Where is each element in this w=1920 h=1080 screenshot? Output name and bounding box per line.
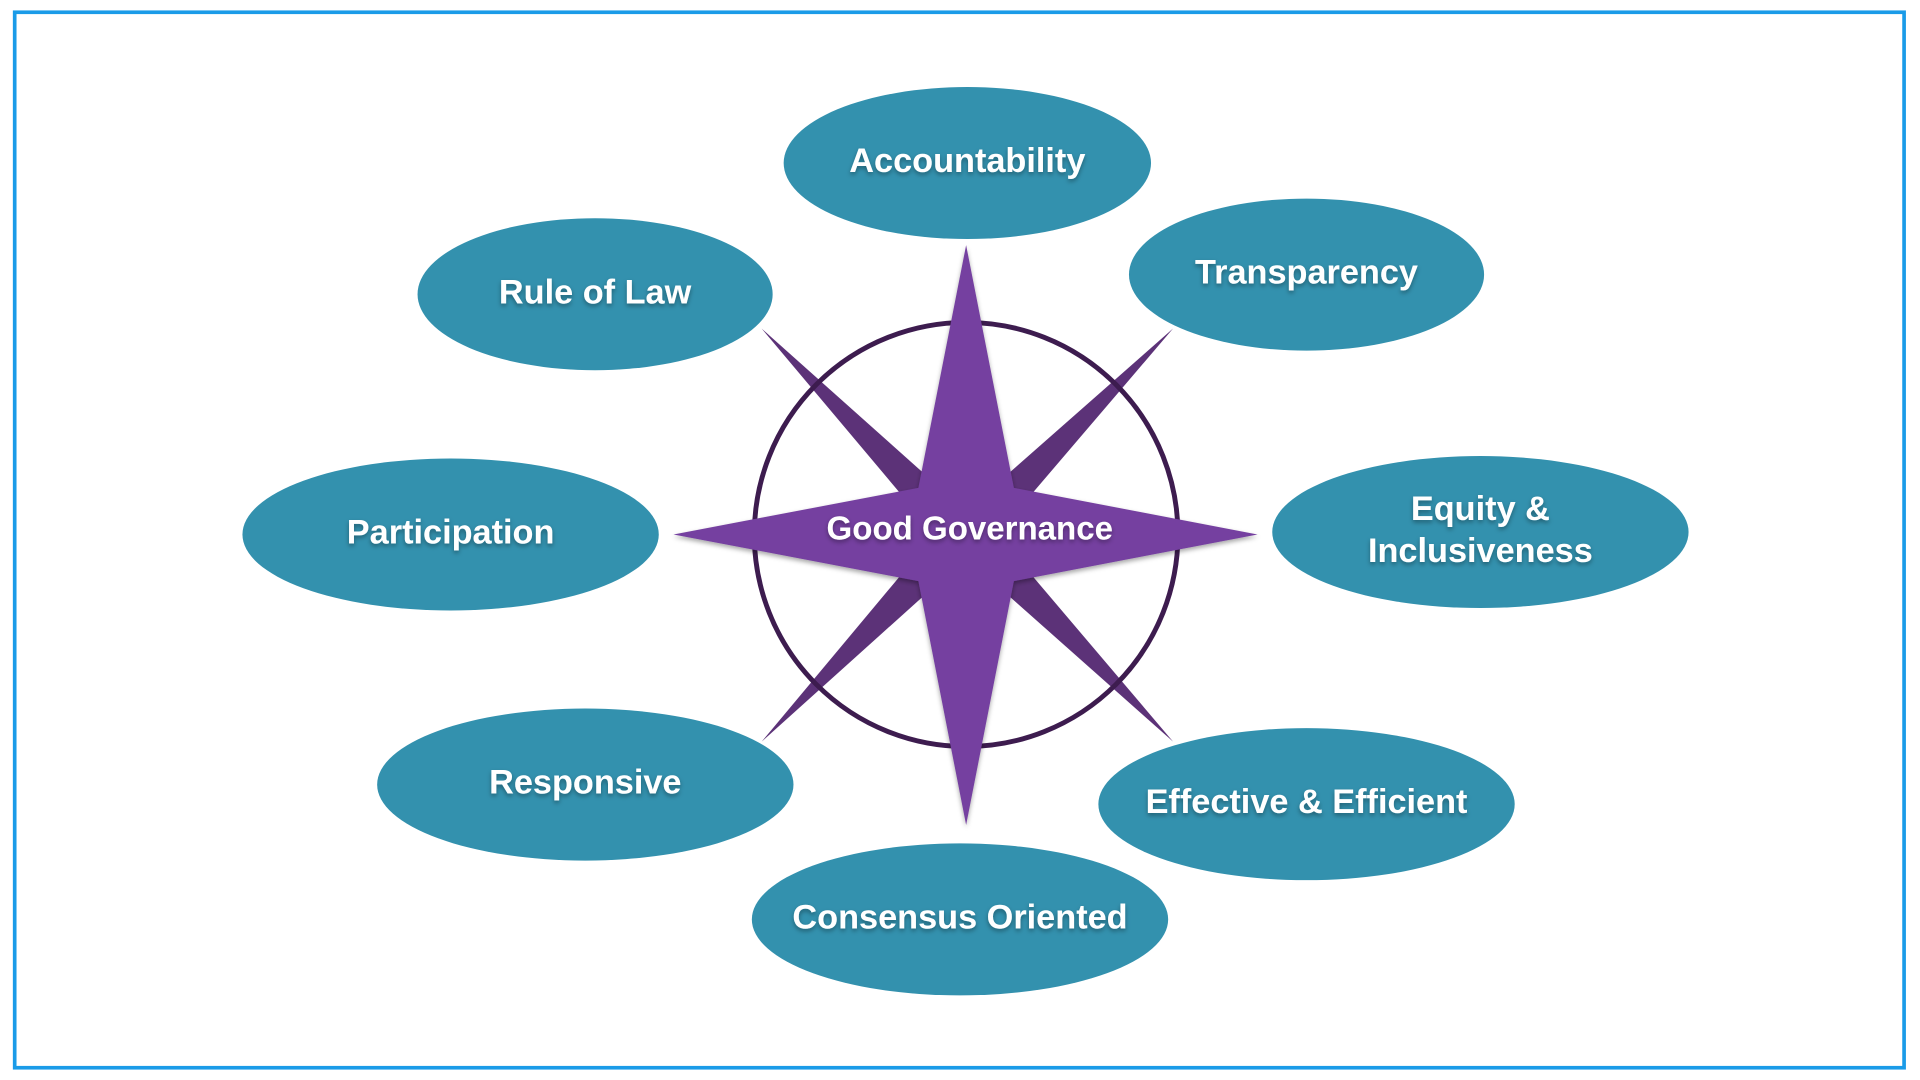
node-ellipse bbox=[417, 218, 773, 371]
node-ellipse bbox=[783, 87, 1152, 240]
node-ellipse bbox=[1098, 728, 1515, 881]
node-participation: Participation bbox=[242, 458, 659, 611]
node-label: Effective & Efficient bbox=[1146, 783, 1468, 821]
star-diagonal-points bbox=[761, 328, 1174, 742]
node-ellipse bbox=[377, 708, 794, 861]
node-ellipse bbox=[751, 843, 1169, 996]
node-label: Participation bbox=[347, 514, 555, 552]
node-ellipse bbox=[242, 458, 659, 611]
node-ellipse bbox=[1272, 456, 1689, 609]
node-ellipse bbox=[1128, 198, 1485, 351]
node-effective: Effective & Efficient bbox=[1098, 728, 1515, 881]
node-label: Responsive bbox=[489, 764, 681, 802]
frame-border bbox=[12, 10, 1906, 1070]
node-label: Consensus Oriented bbox=[792, 898, 1127, 936]
node-rule-of-law: Rule of Law bbox=[417, 218, 773, 371]
node-accountability: Accountability bbox=[783, 87, 1152, 240]
node-label: Accountability bbox=[849, 142, 1085, 180]
compass-star: Good Governance bbox=[673, 245, 1258, 826]
node-label: Rule of Law bbox=[499, 273, 692, 311]
node-equity: Equity & Inclusiveness bbox=[1272, 456, 1689, 609]
star-main-points bbox=[673, 245, 1258, 826]
node-responsive: Responsive bbox=[377, 708, 794, 861]
node-consensus: Consensus Oriented bbox=[751, 843, 1169, 996]
center-title: Good Governance bbox=[827, 511, 1113, 548]
node-label: Equity & bbox=[1411, 490, 1550, 528]
node-label: Transparency bbox=[1195, 254, 1418, 292]
node-label: Inclusiveness bbox=[1368, 532, 1593, 570]
node-transparency: Transparency bbox=[1128, 198, 1485, 351]
